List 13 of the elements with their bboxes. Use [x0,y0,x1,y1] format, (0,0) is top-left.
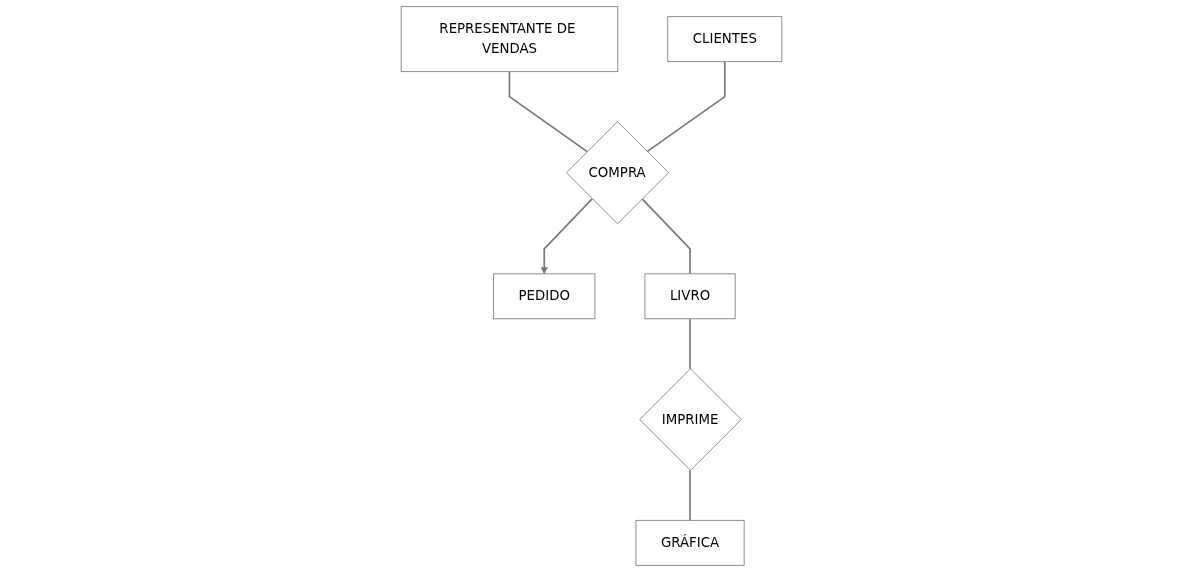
node-box: REPRESENTANTE DE VENDAS [400,6,619,73]
node-box: LIVRO [644,273,736,320]
connector [689,317,691,370]
node-diamond: IMPRIME [639,368,742,471]
node-box: CLIENTES [667,16,783,63]
node-box: PEDIDO [493,273,596,320]
node-box: GRÁFICA [635,519,745,566]
connector [508,70,589,153]
arrow [540,198,593,275]
connector [646,60,726,153]
node-diamond: COMPRA [566,121,670,225]
connector [689,469,691,522]
connector [641,198,691,275]
